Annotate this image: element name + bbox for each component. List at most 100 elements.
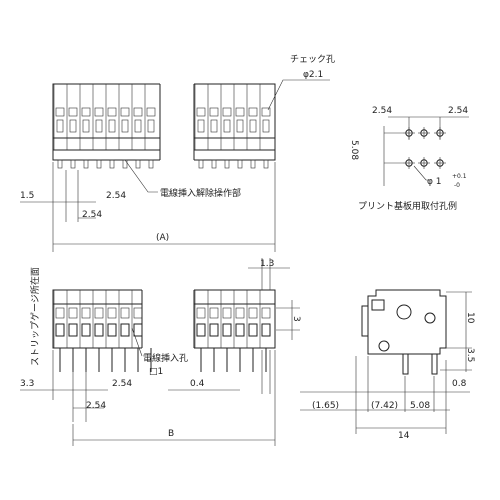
side-pin-a: [402, 353, 409, 375]
top-pin: [224, 159, 230, 169]
wire-hole-leader: [131, 327, 143, 357]
top-release-slot: [147, 119, 155, 133]
top-cell-window: [120, 107, 130, 117]
top-pin: [83, 159, 89, 169]
front-wire-hole: [120, 323, 130, 337]
top-release-slot: [223, 119, 231, 133]
front-cell-top-window: [68, 307, 78, 319]
pcb-hole-tol-minus: -0: [454, 182, 460, 189]
side-dim-1-65: (1.65): [312, 401, 339, 411]
front-wire-hole: [222, 323, 232, 337]
front-pitch-a: 2.54: [112, 379, 132, 389]
top-cell-window: [68, 107, 78, 117]
top-cell-window: [235, 107, 245, 117]
top-release-slot: [262, 119, 270, 133]
top-release-slot: [197, 119, 205, 133]
top-pin: [57, 159, 63, 169]
front-pins: [59, 348, 267, 372]
top-pitch-b: 2.54: [82, 210, 102, 220]
top-pin: [109, 159, 115, 169]
side-latch: [361, 305, 369, 337]
top-cell-window: [81, 107, 91, 117]
side-body: [367, 289, 447, 355]
top-pin: [237, 159, 243, 169]
top-cell-window: [261, 107, 271, 117]
front-wire-hole: [68, 323, 78, 337]
front-terminal-cells: [53, 290, 271, 348]
front-cell-top-window: [209, 307, 219, 319]
top-pin: [122, 159, 128, 169]
side-dim-7-42: (7.42): [371, 401, 398, 411]
top-cell-window: [55, 107, 65, 117]
top-pin: [263, 159, 269, 169]
top-release-slot: [56, 119, 64, 133]
pcb-hole-diameter: φ 1: [427, 177, 442, 187]
top-view: [52, 80, 276, 169]
top-release-slot: [108, 119, 116, 133]
front-wire-hole: [261, 323, 271, 337]
side-check-hole: [396, 304, 412, 320]
top-release-slot: [134, 119, 142, 133]
front-wire-hole: [107, 323, 117, 337]
pcb-pitch-right: 2.54: [448, 106, 468, 116]
pcb-hole-leader: [413, 165, 430, 181]
top-cell-window: [248, 107, 258, 117]
top-pitch-a: 2.54: [106, 191, 126, 201]
side-round-hole: [378, 340, 390, 352]
top-pins: [57, 159, 269, 169]
side-dim-0-8: 0.8: [452, 379, 467, 389]
front-cell-top-window: [222, 307, 232, 319]
pcb-vertical-pitch: 5.08: [349, 140, 359, 160]
top-release-slot: [249, 119, 257, 133]
wire-hole-size: □1: [149, 367, 163, 377]
top-pin: [250, 159, 256, 169]
front-cell-top-window: [81, 307, 91, 319]
front-break-gap: [142, 286, 194, 352]
front-wire-hole: [209, 323, 219, 337]
strip-gauge-label: ストリップゲージ所在面: [29, 267, 41, 366]
top-cell-window: [209, 107, 219, 117]
front-pitch-b: 2.54: [86, 401, 106, 411]
front-wire-hole: [248, 323, 258, 337]
front-left-offset: 3.3: [20, 379, 34, 389]
top-cell-window: [94, 107, 104, 117]
front-length-label: B: [168, 429, 174, 439]
side-pin-b: [431, 353, 438, 375]
top-cell-window: [133, 107, 143, 117]
side-dim-5-08: 5.08: [410, 401, 430, 411]
top-pin: [198, 159, 204, 169]
top-pin: [211, 159, 217, 169]
top-cell-window: [107, 107, 117, 117]
top-cell-window: [146, 107, 156, 117]
front-cell-top-window: [248, 307, 258, 319]
front-wire-hole: [235, 323, 245, 337]
pcb-pitch-left: 2.54: [372, 106, 392, 116]
check-hole-leader: [267, 79, 330, 111]
pcb-hole-tol-plus: +0.1: [452, 173, 467, 180]
top-release-slot: [69, 119, 77, 133]
front-dim-0-4: 0.4: [190, 379, 205, 389]
release-part-leader: [124, 159, 158, 193]
side-wire-hole: [424, 312, 436, 324]
front-view: [52, 286, 276, 372]
side-dim-14: 14: [398, 431, 410, 441]
front-cell-top-window: [107, 307, 117, 319]
front-wire-hole: [196, 323, 206, 337]
front-cell-top-window: [120, 307, 130, 319]
top-pin: [96, 159, 102, 169]
check-hole-label: チェック孔: [290, 54, 335, 65]
top-release-slot: [95, 119, 103, 133]
wire-hole-label: 電線挿入孔: [143, 352, 188, 364]
front-cell-top-window: [55, 307, 65, 319]
front-wire-hole: [94, 323, 104, 337]
pcb-caption: プリント基板用取付孔例: [358, 200, 457, 212]
side-slot: [371, 299, 385, 311]
top-pin: [148, 159, 154, 169]
check-hole-diameter: φ2.1: [303, 70, 323, 80]
top-break-gap: [160, 80, 194, 166]
top-release-slot: [236, 119, 244, 133]
dim-1-3: 1.3: [260, 259, 274, 269]
side-view: [361, 289, 447, 375]
top-pin: [70, 159, 76, 169]
